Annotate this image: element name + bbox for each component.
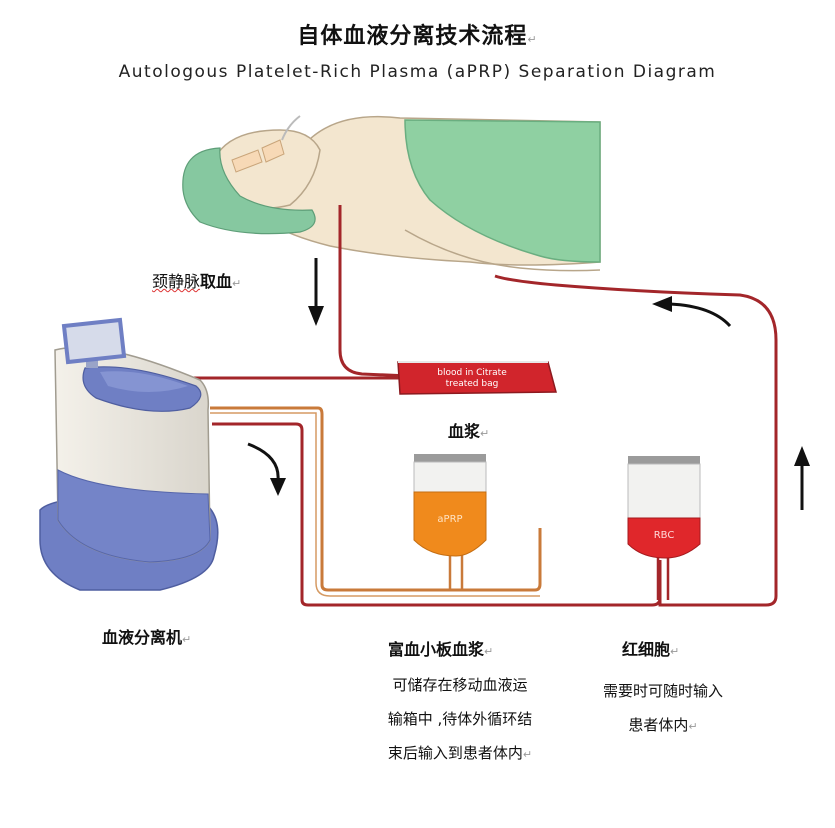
paragraph-mark: ↵ — [232, 277, 242, 290]
prp-description-line: 束后输入到患者体内↵ — [387, 744, 533, 762]
plasma-label: 血浆↵ — [448, 418, 489, 442]
aprp-bag-fill — [413, 491, 487, 557]
breathing-tube — [281, 115, 301, 141]
citrate-bag: blood in Citrate treated bag — [397, 361, 557, 395]
prp-description-line: 输箱中 ,待体外循环结 — [387, 710, 533, 728]
paragraph-mark: ↵ — [480, 427, 490, 440]
aprp-bag: aPRP — [413, 454, 487, 557]
curved-left-arrow-icon — [652, 296, 732, 328]
jugular-label-suffix: 取血 — [200, 272, 233, 291]
patient-arm — [404, 229, 601, 272]
prp-description-line: 可储存在移动血液运 — [392, 676, 528, 694]
rbc-description-line: 需要时可随时输入 — [602, 682, 723, 700]
rbc-bag-clear — [627, 463, 701, 519]
paragraph-mark: ↵ — [182, 633, 192, 646]
separation-machine — [39, 317, 219, 591]
paragraph-mark: ↵ — [484, 645, 494, 658]
rbc-bag-label: RBC — [654, 530, 675, 541]
patient-illustration — [182, 115, 601, 272]
rbc-description-line: 患者体内↵ — [628, 716, 698, 734]
rbc-bag-outlet — [656, 556, 670, 600]
rbc-label-text: 红细胞 — [622, 640, 671, 659]
aprp-bag-clear — [413, 461, 487, 493]
down-arrow-icon — [308, 258, 324, 326]
aprp-bag-label: aPRP — [437, 514, 462, 525]
page-title: 自体血液分离技术流程↵ — [0, 18, 835, 50]
citrate-bag-label-line1: blood in Citrate — [437, 368, 507, 378]
aprp-bag-top — [414, 454, 486, 462]
paragraph-mark: ↵ — [527, 33, 538, 46]
monitor-screen — [61, 317, 127, 365]
rbc-bag: RBC — [627, 456, 701, 559]
surgical-cap — [182, 147, 316, 235]
machine-lid-top — [100, 371, 188, 392]
prp-bag-outlet — [448, 552, 464, 590]
citrate-bag-label-line2: treated bag — [446, 379, 499, 389]
curved-down-arrow-icon — [247, 442, 286, 496]
machine-blue-band — [57, 469, 211, 563]
prp-line — [210, 406, 542, 592]
machine-label: 血液分离机↵ — [102, 624, 191, 648]
title-text: 自体血液分离技术流程 — [297, 24, 528, 49]
patient-drape — [404, 119, 601, 263]
tubing — [160, 205, 778, 607]
eye-tape — [231, 149, 263, 173]
up-arrow-icon — [794, 446, 810, 510]
rbc-label: 红细胞↵ — [622, 636, 679, 660]
return-line — [212, 274, 778, 607]
jugular-label-prefix: 颈静脉 — [152, 272, 201, 291]
prp-label: 富血小板血浆↵ — [388, 636, 493, 660]
page-subtitle: Autologous Platelet-Rich Plasma (aPRP) S… — [118, 62, 717, 82]
prp-label-text: 富血小板血浆 — [388, 640, 485, 659]
draw-line — [338, 205, 411, 378]
jugular-draw-label: 颈静脉取血↵ — [152, 268, 241, 292]
plasma-label-text: 血浆 — [448, 422, 481, 441]
prp-line-inner — [210, 412, 540, 597]
flow-arrows — [247, 258, 810, 510]
machine-label-text: 血液分离机 — [102, 628, 183, 647]
rbc-description: 需要时可随时输入 患者体内↵ — [568, 674, 758, 744]
prp-description: 可储存在移动血液运 输箱中 ,待体外循环结 束后输入到患者体内↵ — [340, 668, 580, 772]
rbc-bag-fill — [627, 517, 701, 559]
paragraph-mark: ↵ — [670, 645, 680, 658]
nose-tape — [261, 139, 285, 163]
rbc-bag-top — [628, 456, 700, 464]
